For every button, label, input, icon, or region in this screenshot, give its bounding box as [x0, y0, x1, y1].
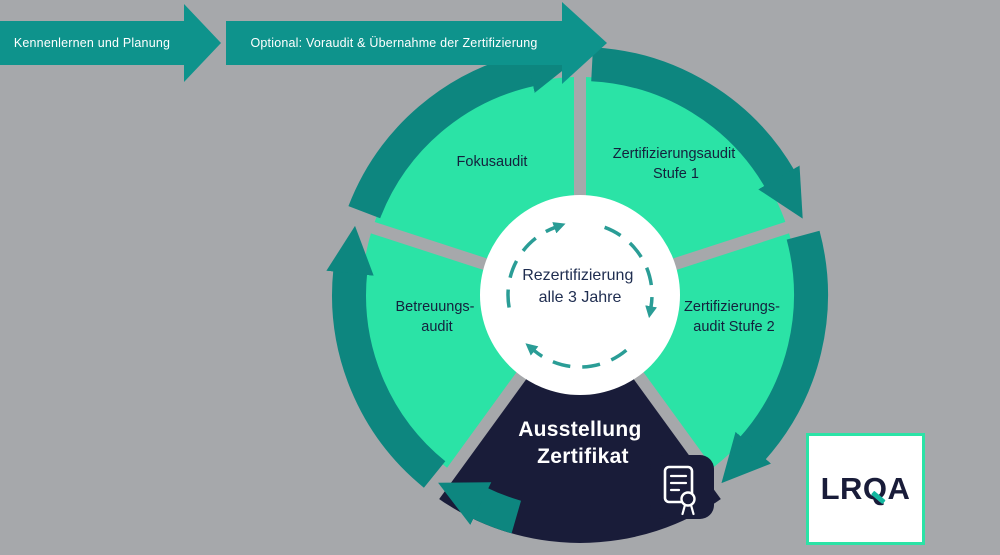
label-betreuungsaudit: Betreuungs- audit: [395, 299, 478, 335]
label-zertifikat-line2: Zertifikat: [537, 445, 629, 468]
label-betreuung-line2: audit: [421, 319, 452, 335]
certificate-seal: [680, 491, 696, 507]
lrqa-logo: LRQA: [806, 433, 925, 545]
lrqa-logo-text: LRQA: [820, 471, 911, 506]
refresh-arc: [525, 343, 628, 369]
step-arrow-voraudit-label: Optional: Voraudit & Übernahme der Zerti…: [250, 36, 538, 50]
step-arrow-kennenlernen-label: Kennenlernen und Planung: [13, 36, 171, 50]
label-zertifizierungsaudit-stufe-1: Zertifizierungsaudit Stufe 1: [613, 146, 740, 182]
cycle-arrow-arc: [438, 482, 522, 534]
refresh-arc: [604, 225, 658, 319]
cycle-arrow-arc: [326, 225, 446, 488]
lrqa-logo-inner: LRQA: [809, 436, 922, 542]
label-center-line2: alle 3 Jahre: [539, 289, 622, 306]
label-rezertifizierung: Rezertifizierung alle 3 Jahre: [522, 267, 638, 306]
label-stufe1-line1: Zertifizierungsaudit: [613, 146, 736, 162]
cycle-arrow-arc: [721, 230, 828, 484]
label-fokusaudit: Fokusaudit: [457, 154, 528, 170]
label-ausstellung-zertifikat: Ausstellung Zertifikat: [518, 418, 648, 468]
label-stufe2-line1: Zertifizierungs-: [684, 299, 780, 315]
label-center-line1: Rezertifizierung: [522, 267, 633, 284]
cycle-arrow-arc: [590, 47, 803, 219]
certificate-ribbon: [681, 503, 687, 516]
refresh-arc: [506, 222, 566, 308]
step-arrow-kennenlernen: Kennenlernen und Planung: [0, 21, 184, 65]
cycle-ring-arrows: [326, 46, 828, 534]
label-stufe2-line2: audit Stufe 2: [693, 319, 774, 335]
certificate-icon: [650, 455, 714, 519]
certificate-ribbon: [689, 503, 695, 516]
label-stufe1-line2: Stufe 1: [653, 166, 699, 182]
label-fokusaudit-line1: Fokusaudit: [457, 154, 528, 170]
cycle-arrow-arc: [348, 46, 577, 219]
step-arrow-voraudit: Optional: Voraudit & Übernahme der Zerti…: [226, 21, 562, 65]
label-betreuung-line1: Betreuungs-: [395, 299, 474, 315]
label-zertifikat-line1: Ausstellung: [518, 418, 641, 441]
label-zertifizierungsaudit-stufe-2: Zertifizierungs- audit Stufe 2: [684, 299, 784, 335]
refresh-arrows-icon: [506, 222, 658, 369]
